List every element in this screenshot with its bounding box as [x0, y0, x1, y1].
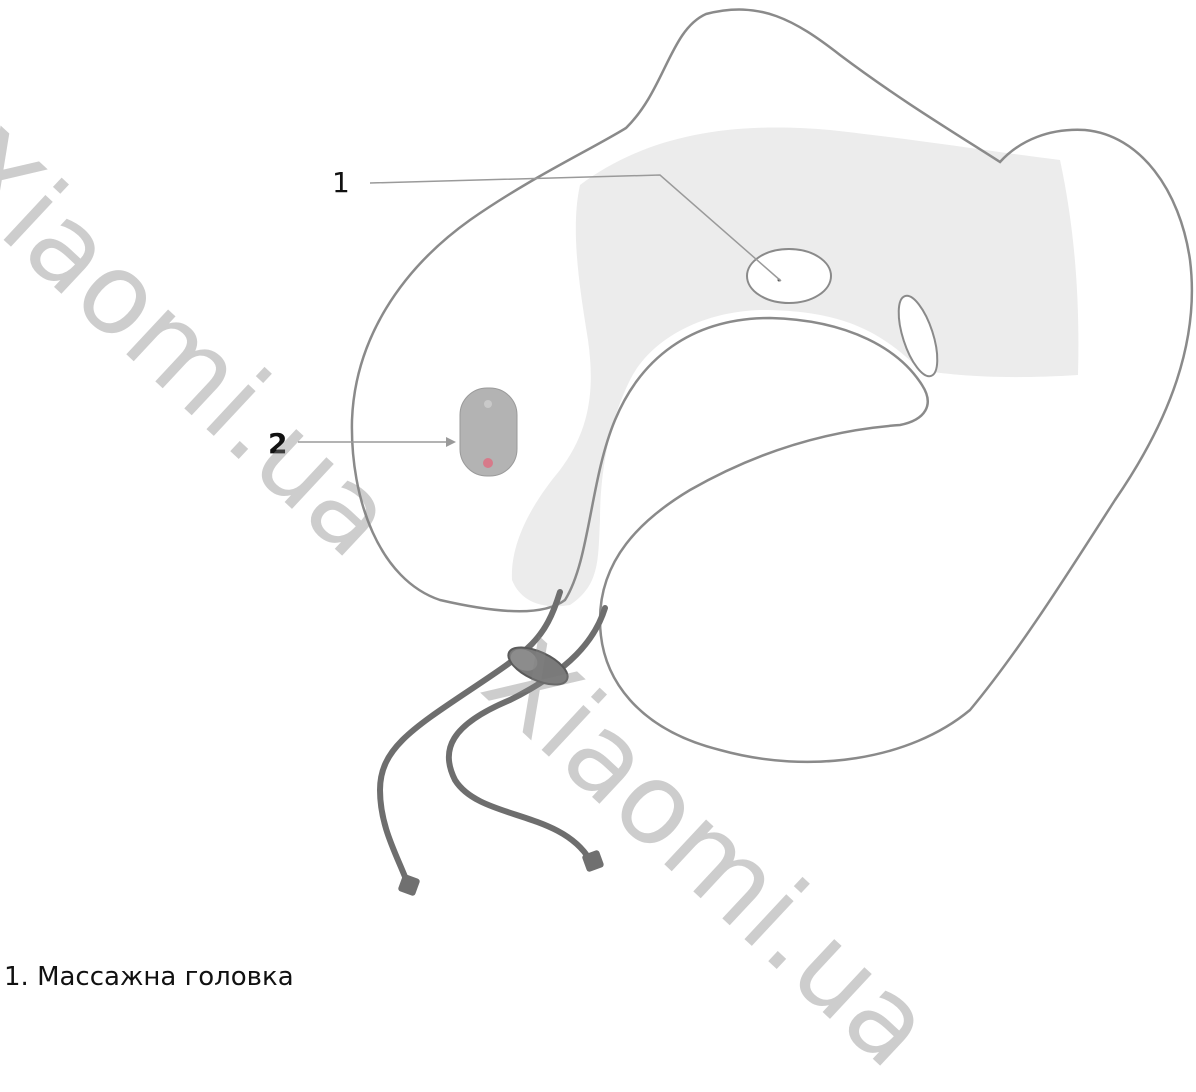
caption-massage-head: 1. Массажна головка [4, 962, 294, 992]
control-button-top-dot [484, 400, 492, 408]
callout-arrowhead-2 [446, 437, 456, 447]
callout-number-2: 2 [268, 427, 287, 460]
pillow-outline [352, 9, 1192, 761]
inner-massage-area [512, 127, 1079, 606]
cable-plug-left [397, 873, 420, 896]
cable-left [380, 592, 560, 890]
massage-head [747, 249, 831, 303]
control-button-dot [483, 458, 493, 468]
neck-pillow-diagram [0, 0, 1196, 997]
callout-number-1: 1 [332, 166, 350, 199]
